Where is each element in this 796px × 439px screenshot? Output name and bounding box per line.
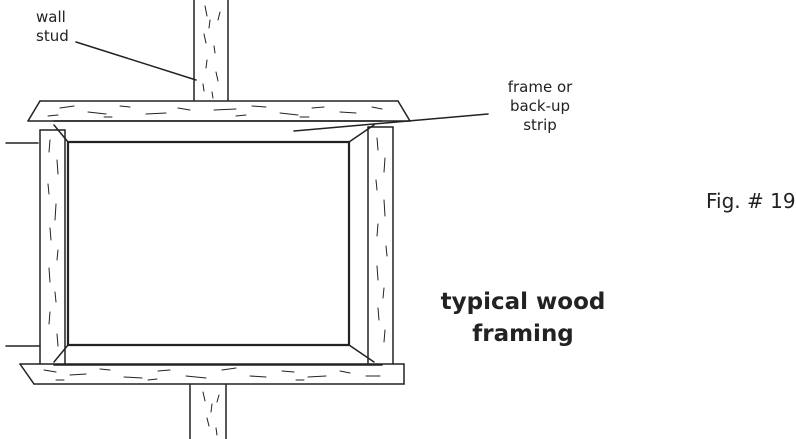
frame-strip-label-line: frame or	[507, 78, 573, 96]
wall-stud-label-line: stud	[36, 26, 69, 45]
backup-strip-frame	[53, 120, 383, 366]
bottom-sill-board	[19, 363, 405, 385]
frame-strip-label: frame or back-up strip	[496, 78, 584, 134]
window-opening	[53, 124, 375, 363]
diagram-caption-line: framing	[472, 321, 574, 348]
wood-framing-diagram	[5, 0, 489, 439]
left-jamb	[39, 129, 66, 365]
top-header-board	[27, 100, 411, 122]
right-jamb	[367, 126, 394, 365]
wall-stud-label: wall stud	[36, 8, 80, 46]
diagram-caption: typical wood framing	[440, 286, 606, 350]
frame-strip-label-line: back-up	[509, 96, 571, 115]
frame-strip-leader	[293, 113, 489, 132]
frame-strip-label-line: strip	[523, 115, 557, 134]
wall-stud-bottom	[189, 384, 227, 439]
diagram-caption-line: typical wood	[440, 289, 606, 315]
wall-stud-label-line: wall	[36, 8, 66, 26]
wall-stud-leader	[75, 41, 197, 81]
figure-number: Fig. # 19	[706, 189, 796, 213]
wood-grain	[43, 5, 388, 436]
wall-stud-top	[193, 0, 229, 101]
